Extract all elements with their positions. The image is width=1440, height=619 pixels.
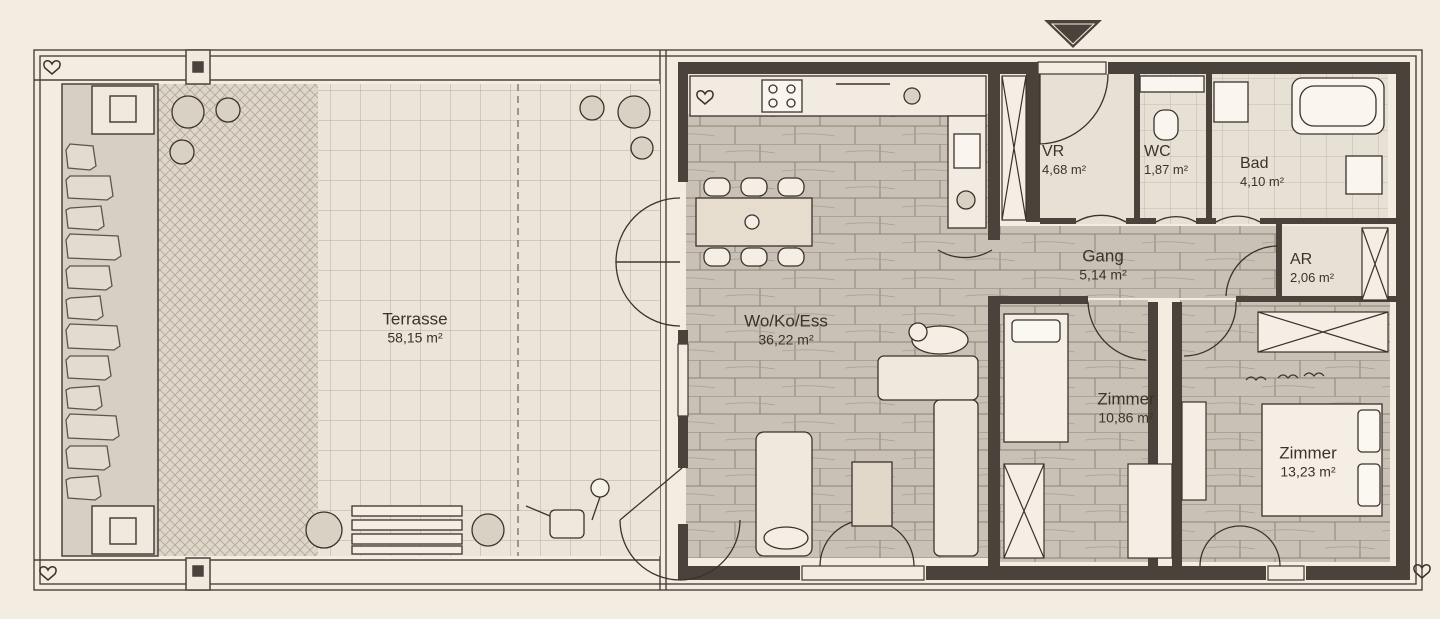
stone (65, 385, 103, 411)
room-name: AR (1290, 250, 1313, 268)
room-label-zimmer-2: Zimmer 13,23 m² (1279, 444, 1337, 481)
stone (65, 323, 121, 351)
room-name: Gang (1082, 246, 1124, 266)
dining-table (695, 177, 813, 267)
room-label-wc: WC 1,87 m² (1144, 143, 1188, 177)
room-label-gang: Gang 5,14 m² (1079, 247, 1126, 284)
stone (65, 355, 112, 381)
room-name: Zimmer (1097, 389, 1155, 409)
room-name: WC (1144, 142, 1171, 160)
stone (65, 265, 113, 291)
room-label-vr: VR 4,68 m² (1042, 143, 1086, 177)
bathroom-fixtures (1139, 75, 1385, 195)
beds (1003, 313, 1383, 517)
stone (65, 295, 104, 321)
room-area: 36,22 m² (758, 331, 814, 348)
room-area: 4,68 m² (1042, 161, 1087, 177)
room-area: 5,14 m² (1079, 266, 1127, 283)
room-label-terrasse: Terrasse 58,15 m² (382, 310, 447, 347)
flower-icon (590, 478, 610, 521)
watering-can-icon (525, 505, 585, 539)
room-area: 58,15 m² (387, 329, 443, 346)
stone (65, 475, 102, 501)
plant-icon (169, 87, 976, 549)
room-area: 1,87 m² (1144, 161, 1189, 177)
doors (615, 73, 1281, 581)
stone (65, 413, 120, 441)
stone (65, 445, 111, 471)
room-name: Bad (1240, 154, 1269, 172)
room-name: VR (1042, 142, 1065, 160)
room-label-ar: AR 2,06 m² (1290, 251, 1334, 285)
room-area: 2,06 m² (1290, 269, 1335, 285)
room-label-bad: Bad 4,10 m² (1240, 155, 1284, 189)
stone (65, 175, 114, 201)
terrace-area (61, 83, 660, 557)
stone (65, 143, 97, 171)
stone (65, 205, 105, 231)
room-label-wohnen: Wo/Ko/Ess 36,22 m² (744, 312, 828, 349)
heart-icon (39, 60, 1431, 581)
room-label-zimmer-1: Zimmer 10,86 m² (1097, 390, 1155, 427)
room-name: Zimmer (1279, 443, 1337, 463)
cat-icon (763, 322, 969, 550)
windows (677, 61, 1305, 581)
room-area: 13,23 m² (1280, 463, 1336, 480)
walls (678, 62, 1410, 580)
sofa (755, 355, 979, 557)
bench (351, 505, 463, 555)
room-name: Wo/Ko/Ess (744, 311, 828, 331)
kitchen (689, 75, 987, 229)
stone (65, 233, 122, 261)
birds-icon (1245, 372, 1325, 382)
wardrobes (1001, 75, 1389, 559)
room-area: 10,86 m² (1098, 409, 1154, 426)
room-name: Terrasse (382, 309, 448, 329)
stone-path (65, 143, 122, 501)
room-area: 4,10 m² (1240, 173, 1285, 189)
terrace-posts (91, 49, 211, 591)
north-arrow-icon (1044, 20, 1102, 48)
